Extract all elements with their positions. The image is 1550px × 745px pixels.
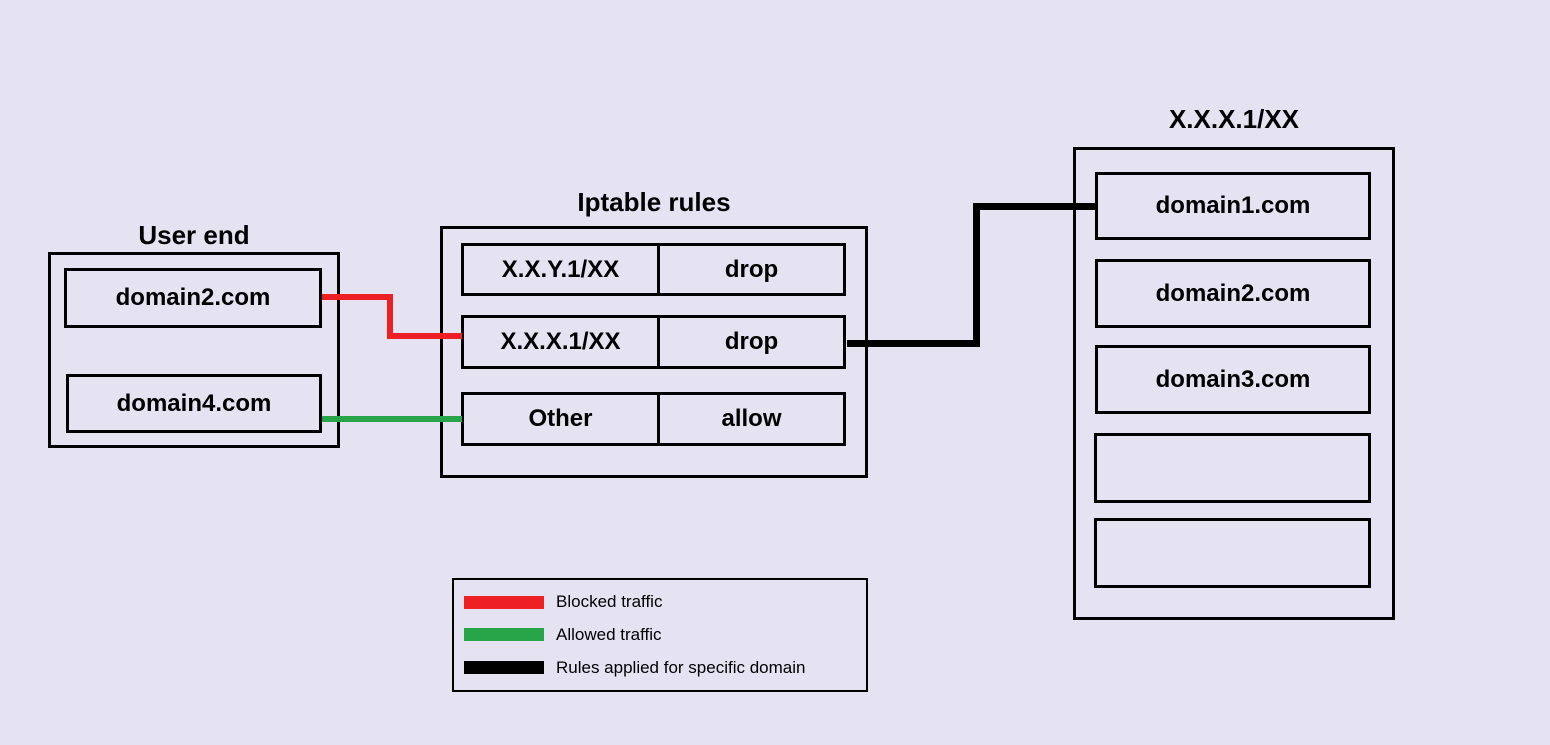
blocked-traffic-swatch — [464, 595, 544, 609]
iptable-rule-row-1: X.X.Y.1/XX drop — [461, 243, 846, 296]
user-end-box — [48, 252, 340, 448]
rule-applied-line-segment — [973, 203, 980, 347]
blocked-traffic-line-segment — [387, 333, 462, 339]
iptable-rules-box — [440, 226, 868, 478]
node-domain3: domain3.com — [1095, 345, 1371, 414]
subnet-title: X.X.X.1/XX — [1168, 104, 1300, 134]
rule-match: Other — [528, 405, 593, 432]
rule-action: drop — [657, 246, 843, 293]
allowed-traffic-swatch — [464, 628, 544, 642]
node-empty-2 — [1094, 518, 1371, 588]
legend-box: Blocked traffic Allowed traffic Rules ap… — [452, 578, 868, 692]
node-empty-1 — [1094, 433, 1371, 503]
iptable-rule-row-2: X.X.X.1/XX drop — [461, 315, 846, 369]
allowed-traffic-line-segment — [322, 416, 462, 422]
iptable-rules-title: Iptable rules — [577, 187, 731, 217]
rule-applied-line-segment — [973, 203, 1097, 210]
legend-item-blocked: Blocked traffic — [464, 592, 866, 612]
node-domain1: domain1.com — [1095, 172, 1371, 240]
legend-label: Rules applied for specific domain — [556, 657, 806, 677]
iptable-rule-row-3: Other allow — [461, 392, 846, 446]
legend-item-allowed: Allowed traffic — [464, 625, 866, 645]
node-domain2-server: domain2.com — [1095, 259, 1371, 328]
legend-label: Allowed traffic — [556, 624, 662, 644]
legend-item-rules: Rules applied for specific domain — [464, 658, 866, 678]
rules-applied-swatch — [464, 661, 544, 675]
rule-action: allow — [657, 395, 843, 443]
subnet-box — [1073, 147, 1395, 620]
rule-applied-line-segment — [847, 340, 980, 347]
rule-match: X.X.Y.1/XX — [501, 255, 620, 283]
blocked-traffic-line-segment — [387, 294, 393, 339]
blocked-traffic-line-segment — [322, 294, 393, 300]
rule-action: drop — [657, 318, 843, 366]
legend-label: Blocked traffic — [556, 592, 663, 612]
user-end-title: User end — [138, 220, 250, 250]
node-domain2: domain2.com — [64, 268, 322, 328]
node-domain4: domain4.com — [66, 374, 322, 433]
rule-match: X.X.X.1/XX — [500, 328, 621, 355]
